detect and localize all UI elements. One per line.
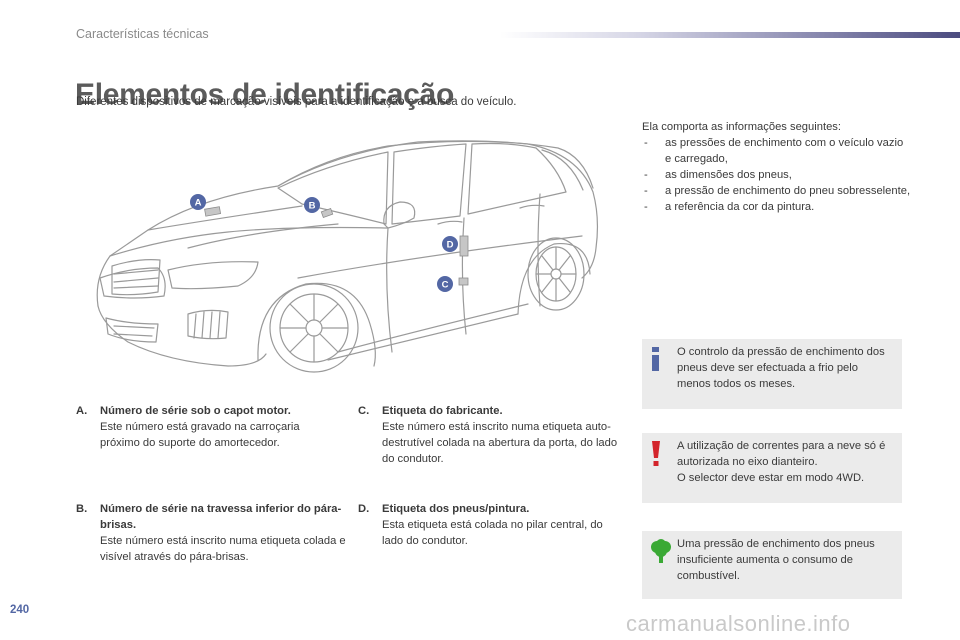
item-body: Este número está inscrito numa etiqueta … bbox=[100, 535, 346, 563]
intro-list: as pressões de enchimento com o veículo … bbox=[642, 135, 912, 215]
marker-d: D bbox=[442, 236, 458, 252]
list-item: as pressões de enchimento com o veículo … bbox=[642, 135, 912, 167]
item-body: Este número está inscrito numa etiqueta … bbox=[382, 421, 618, 465]
list-item: a referência da cor da pintura. bbox=[642, 199, 912, 215]
marker-a: A bbox=[190, 194, 206, 210]
info-icon bbox=[652, 347, 659, 371]
item-title: Número de série na travessa inferior do … bbox=[100, 503, 342, 531]
legend-item-b: B. Número de série na travessa inferior … bbox=[76, 501, 346, 565]
item-letter: D. bbox=[358, 503, 370, 515]
item-title: Número de série sob o capot motor. bbox=[100, 405, 291, 417]
exclamation-icon bbox=[652, 441, 660, 466]
tree-icon bbox=[651, 539, 671, 563]
info-note: O controlo da pressão de enchimento dos … bbox=[642, 339, 902, 409]
legend-item-c: C. Etiqueta do fabricante. Este número e… bbox=[358, 403, 623, 467]
intro-lead: Ela comporta as informações seguintes: bbox=[642, 121, 841, 133]
item-letter: B. bbox=[76, 503, 88, 515]
page-title: Elementos de identificação bbox=[75, 78, 454, 112]
svg-text:A: A bbox=[195, 198, 202, 209]
eco-note: Uma pressão de enchimento dos pneus insu… bbox=[642, 531, 902, 599]
warning-note-text-2: O selector deve estar em modo 4WD. bbox=[677, 472, 865, 484]
page-number: 240 bbox=[10, 604, 30, 616]
svg-text:B: B bbox=[309, 201, 316, 212]
info-note-text: O controlo da pressão de enchimento dos … bbox=[677, 346, 885, 390]
list-item: as dimensões dos pneus, bbox=[642, 167, 912, 183]
svg-text:D: D bbox=[447, 240, 454, 251]
car-illustration: A B C D bbox=[96, 140, 599, 373]
list-item: a pressão de enchimento do pneu sobresse… bbox=[642, 183, 912, 199]
warning-note-text-1: A utilização de correntes para a neve só… bbox=[677, 440, 886, 468]
item-title: Etiqueta do fabricante. bbox=[382, 405, 503, 417]
warning-note: A utilização de correntes para a neve só… bbox=[642, 433, 902, 503]
legend-item-d: D. Etiqueta dos pneus/pintura. Esta etiq… bbox=[358, 501, 623, 549]
marker-b: B bbox=[304, 197, 320, 213]
section-header: Características técnicas bbox=[76, 27, 209, 41]
item-body: Esta etiqueta está colada no pilar centr… bbox=[382, 519, 603, 547]
item-title: Etiqueta dos pneus/pintura. bbox=[382, 503, 530, 515]
eco-note-text: Uma pressão de enchimento dos pneus insu… bbox=[677, 538, 875, 582]
header-bar bbox=[500, 32, 960, 38]
item-letter: A. bbox=[76, 405, 88, 417]
item-body: Este número está gravado na carroçaria p… bbox=[100, 421, 300, 449]
tire-label-info: Ela comporta as informações seguintes: a… bbox=[642, 119, 912, 215]
marker-c: C bbox=[437, 276, 453, 292]
svg-text:C: C bbox=[442, 280, 449, 291]
legend-item-a: A. Número de série sob o capot motor. Es… bbox=[76, 403, 336, 451]
watermark: carmanualsonline.info bbox=[626, 611, 851, 636]
item-letter: C. bbox=[358, 405, 370, 417]
page-subtitle: Diferentes dispositivos de marcação visí… bbox=[76, 96, 517, 108]
